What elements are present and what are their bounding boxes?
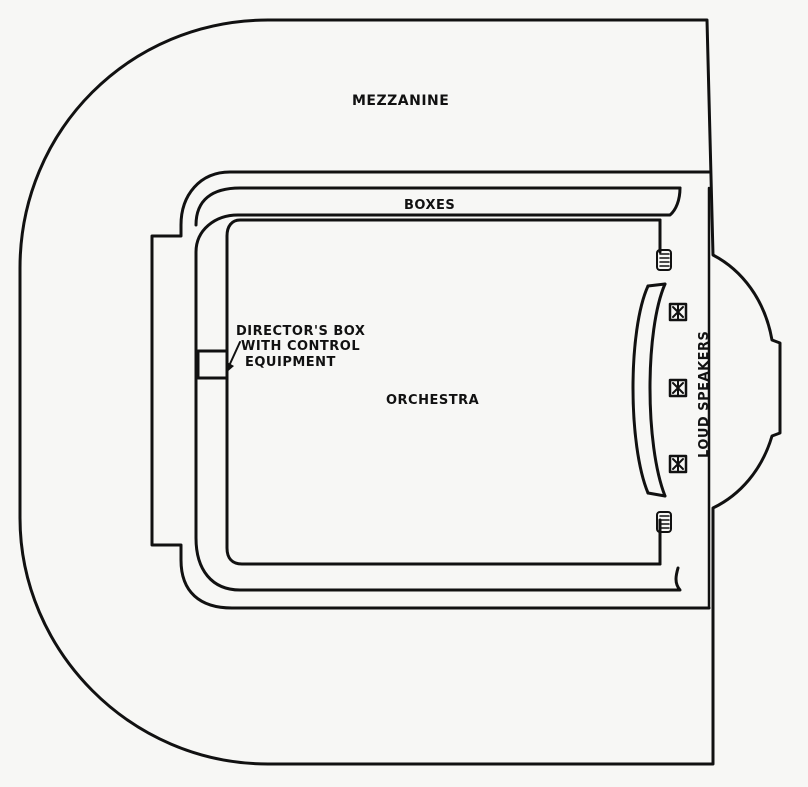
stair-icon [656, 249, 672, 271]
boxes-outer-outline [150, 170, 711, 610]
boxes-label: BOXES [404, 198, 455, 213]
loud-speakers-label: LOUD SPEAKERS [697, 331, 712, 458]
proscenium-front [631, 284, 650, 495]
proscenium-back [648, 282, 667, 498]
speaker-icon [668, 378, 688, 398]
boxes-inner-outline [194, 186, 682, 592]
arrow-icon [226, 341, 241, 373]
directors-box-label-line1: DIRECTOR'S BOX [236, 324, 365, 339]
orchestra-label: ORCHESTRA [386, 393, 479, 408]
boxes-top-edge [194, 186, 682, 227]
orchestra-outline [225, 218, 662, 566]
mezzanine-label: MEZZANINE [352, 93, 449, 109]
directors-box-label-line2: WITH CONTROL [241, 339, 360, 354]
directors-box [196, 349, 229, 380]
directors-box-label-line3: EQUIPMENT [245, 355, 336, 370]
speaker-icon [668, 454, 688, 474]
mezzanine-outline [18, 18, 782, 766]
speaker-icon [668, 302, 688, 322]
proscenium-caps [646, 282, 667, 498]
stair-icon [656, 511, 672, 533]
